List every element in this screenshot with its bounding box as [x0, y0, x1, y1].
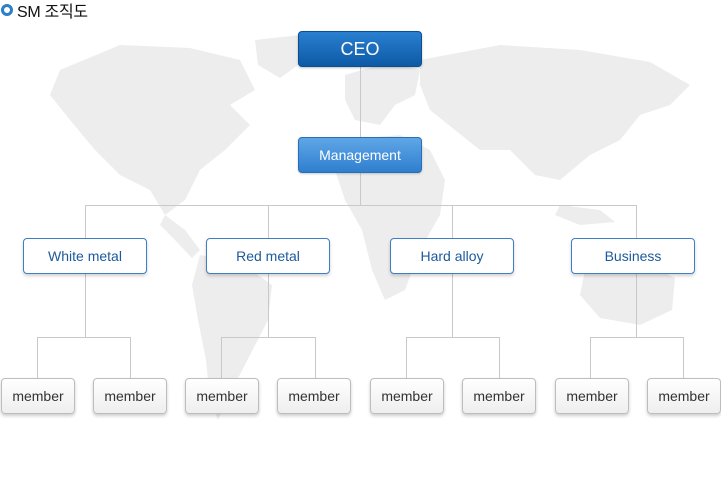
page-title: SM 조직도	[17, 4, 88, 21]
node-department-business: Business	[571, 238, 695, 274]
node-ceo: CEO	[298, 31, 422, 67]
node-member: member	[277, 378, 351, 414]
node-member: member	[185, 378, 259, 414]
node-department-white-metal: White metal	[23, 238, 147, 274]
node-member: member	[370, 378, 444, 414]
node-member: member	[462, 378, 536, 414]
node-department-hard-alloy: Hard alloy	[390, 238, 514, 274]
node-member: member	[93, 378, 167, 414]
node-member: member	[555, 378, 629, 414]
node-management: Management	[298, 137, 422, 173]
ring-bullet-icon	[1, 4, 13, 16]
section-header: SM 조직도	[0, 0, 88, 21]
node-department-red-metal: Red metal	[206, 238, 330, 274]
node-member: member	[1, 378, 75, 414]
node-member: member	[647, 378, 721, 414]
